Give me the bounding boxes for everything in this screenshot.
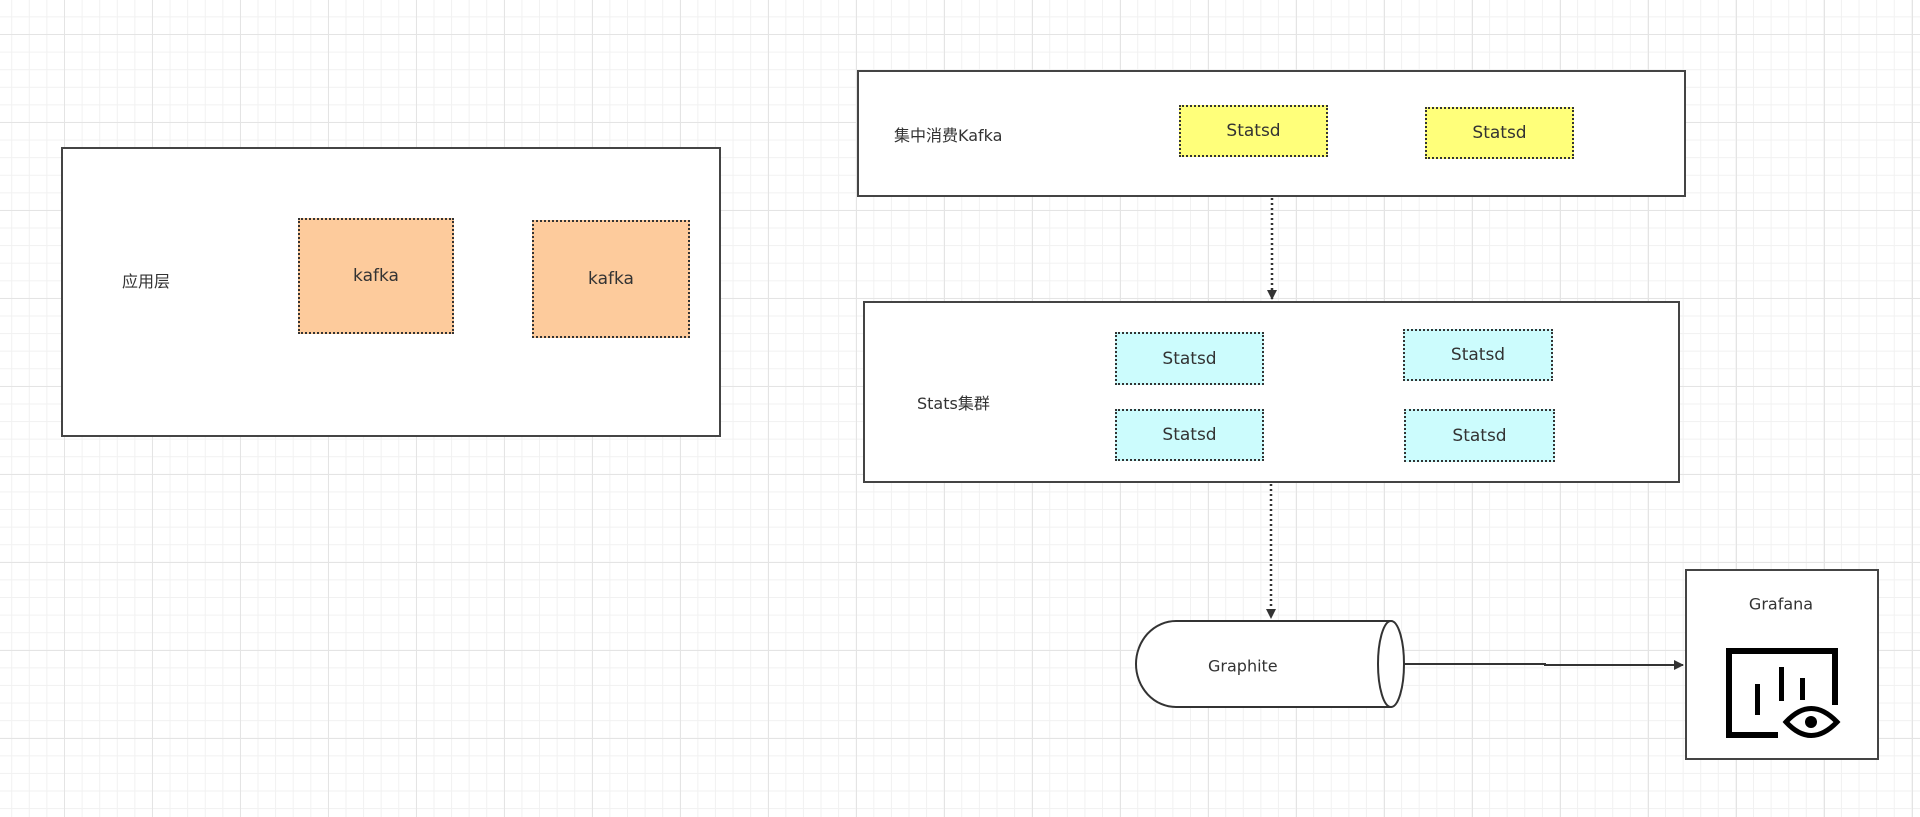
graphite-label: Graphite xyxy=(1208,656,1278,676)
graphite-cylinder-end xyxy=(1377,620,1405,708)
grafana-container[interactable] xyxy=(1685,569,1879,760)
grafana-label: Grafana xyxy=(1748,594,1814,614)
statsd-node[interactable]: Statsd xyxy=(1403,329,1553,381)
statsd-node[interactable]: Statsd xyxy=(1115,409,1264,461)
kafka-consumer-label: 集中消费Kafka xyxy=(894,126,1003,145)
stats-cluster-label: Stats集群 xyxy=(917,394,990,413)
statsd-node[interactable]: Statsd xyxy=(1179,105,1328,157)
statsd-node[interactable]: Statsd xyxy=(1115,332,1264,385)
statsd-node[interactable]: Statsd xyxy=(1404,409,1555,462)
app-layer-label: 应用层 xyxy=(122,272,171,291)
arrow-graphite-to-grafana xyxy=(1404,660,1684,670)
kafka-node[interactable]: kafka xyxy=(532,220,690,338)
kafka-node[interactable]: kafka xyxy=(298,218,454,334)
statsd-node[interactable]: Statsd xyxy=(1425,107,1574,159)
dashboard-eye-icon xyxy=(1726,648,1841,738)
